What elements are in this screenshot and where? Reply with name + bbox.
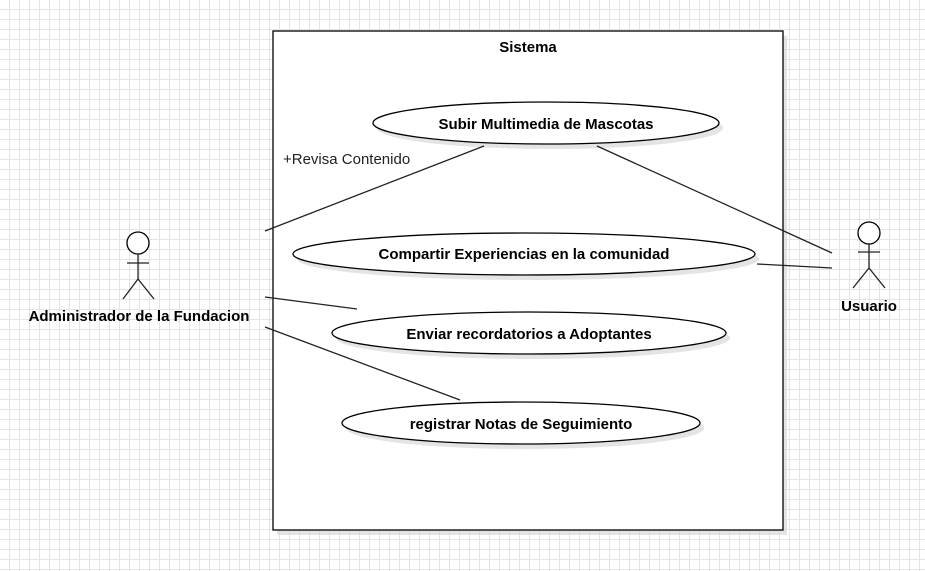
use-case-compartir-ellipse[interactable] bbox=[292, 232, 756, 276]
use-case-registrar-notas[interactable]: registrar Notas de Seguimiento bbox=[341, 401, 704, 449]
use-case-enviar-ellipse[interactable] bbox=[331, 311, 727, 355]
use-case-subir-multimedia[interactable]: Subir Multimedia de Mascotas bbox=[372, 101, 723, 149]
use-case-compartir-label: Compartir Experiencias en la comunidad bbox=[379, 246, 670, 263]
use-case-registrar-label: registrar Notas de Seguimiento bbox=[410, 416, 633, 433]
system-title: Sistema bbox=[499, 39, 557, 56]
actor-admin-name: Administrador de la Fundacion bbox=[29, 308, 250, 325]
association-admin-enviar[interactable] bbox=[264, 296, 358, 310]
use-case-subir-label: Subir Multimedia de Mascotas bbox=[438, 116, 653, 133]
use-case-registrar-ellipse[interactable] bbox=[341, 401, 701, 445]
actor-user[interactable]: Usuario bbox=[841, 221, 897, 315]
association-user-subir[interactable] bbox=[596, 145, 833, 254]
actor-user-name: Usuario bbox=[841, 298, 897, 315]
association-admin-subir[interactable] bbox=[264, 145, 485, 232]
association-admin-registrar[interactable] bbox=[264, 326, 461, 401]
use-case-enviar-recordatorios[interactable]: Enviar recordatorios a Adoptantes bbox=[331, 311, 730, 359]
use-case-enviar-label: Enviar recordatorios a Adoptantes bbox=[406, 326, 651, 343]
association-user-compartir[interactable] bbox=[756, 263, 833, 269]
use-case-subir-ellipse[interactable] bbox=[372, 101, 720, 145]
actor-user-icon bbox=[852, 221, 886, 289]
actor-admin-icon bbox=[122, 231, 155, 300]
actor-admin[interactable]: Administrador de la Fundacion bbox=[29, 231, 250, 325]
use-case-compartir-experiencias[interactable]: Compartir Experiencias en la comunidad bbox=[292, 232, 759, 280]
association-admin-subir-label: +Revisa Contenido bbox=[283, 151, 410, 168]
